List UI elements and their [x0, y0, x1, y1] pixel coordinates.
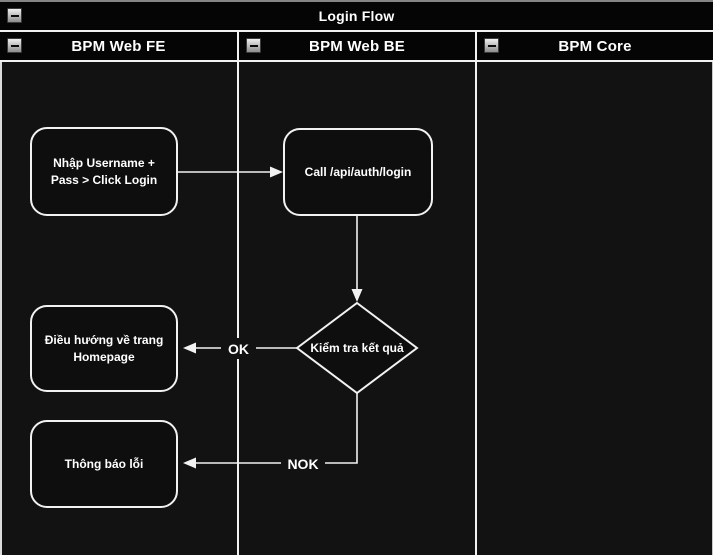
- lane-label: BPM Web BE: [309, 37, 405, 55]
- pool-left-border: [0, 2, 2, 555]
- minus-icon[interactable]: [7, 38, 22, 53]
- minus-icon-bar: [10, 44, 19, 47]
- minus-icon-bar: [487, 44, 496, 47]
- minus-icon-bar: [249, 44, 258, 47]
- lane-label: BPM Web FE: [71, 37, 166, 55]
- arrowhead-down-icon: [351, 289, 363, 302]
- lane-header-row: BPM Web FE BPM Web BE BPM Core: [0, 32, 713, 62]
- node-error-message[interactable]: Thông báo lỗi: [30, 420, 178, 508]
- lane-label: BPM Core: [558, 37, 632, 55]
- minus-icon[interactable]: [246, 38, 261, 53]
- decision-check-result-label: Kiểm tra kết quả: [310, 341, 404, 355]
- arrowhead-left-icon: [183, 457, 196, 469]
- lane-header-bpm-web-fe[interactable]: BPM Web FE: [0, 32, 237, 60]
- edge-check-nok[interactable]: [195, 393, 358, 464]
- edge-label-ok[interactable]: OK: [221, 338, 256, 359]
- minus-icon-bar: [10, 14, 19, 17]
- node-call-api[interactable]: Call /api/auth/login: [283, 128, 433, 216]
- node-enter-credentials[interactable]: Nhập Username + Pass > Click Login: [30, 127, 178, 216]
- lane-divider: [475, 32, 477, 555]
- arrowhead-left-icon: [183, 342, 196, 354]
- pool-title-bar[interactable]: Login Flow: [0, 2, 713, 32]
- node-navigate-homepage[interactable]: Điều hướng về trang Homepage: [30, 305, 178, 392]
- edge-label-nok[interactable]: NOK: [281, 453, 325, 474]
- arrowhead-right-icon: [270, 166, 283, 178]
- lane-header-bpm-web-be[interactable]: BPM Web BE: [239, 32, 475, 60]
- pool-title: Login Flow: [318, 8, 395, 24]
- canvas-edge: [0, 0, 713, 2]
- lane-header-bpm-core[interactable]: BPM Core: [477, 32, 713, 60]
- minus-icon[interactable]: [7, 8, 22, 23]
- minus-icon[interactable]: [484, 38, 499, 53]
- decision-check-result[interactable]: [295, 301, 419, 395]
- lane-divider: [237, 32, 239, 555]
